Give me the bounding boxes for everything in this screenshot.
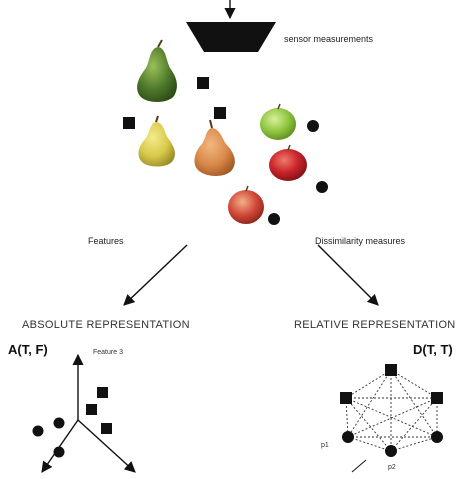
graph-square-node — [385, 364, 397, 376]
features-label: Features — [88, 236, 124, 246]
apple-green — [260, 103, 296, 140]
apple-red-yellow — [228, 185, 264, 224]
arrow-features — [123, 244, 188, 306]
p1-label: p1 — [321, 442, 329, 449]
relative-math: D(T, T) — [413, 342, 453, 357]
p2-label: p2 — [388, 464, 396, 471]
graph-square-node — [340, 392, 352, 404]
pear-green — [137, 39, 177, 102]
p-annotation-line — [351, 459, 367, 473]
apple-red — [269, 144, 307, 181]
circle-marker — [307, 120, 319, 132]
pear-yellow — [138, 115, 175, 167]
dissimilarity-label: Dissimilarity measures — [315, 236, 406, 246]
feature-axes — [41, 353, 136, 473]
circle-point — [32, 425, 44, 437]
square-point — [97, 387, 108, 398]
feature3-label: Feature 3 — [93, 349, 123, 356]
arrow-dissimilarity — [317, 244, 379, 306]
circle-marker — [316, 181, 328, 193]
square-point — [86, 404, 97, 415]
square-point — [101, 423, 112, 434]
relative-title: RELATIVE REPRESENTATION — [294, 319, 456, 331]
dissimilarity-graph — [345, 369, 438, 452]
sensor-label: sensor measurements — [284, 34, 374, 44]
circle-point — [53, 446, 65, 458]
graph-circle-node — [431, 431, 443, 443]
pear-orange — [194, 119, 235, 176]
square-marker — [197, 77, 209, 89]
absolute-math: A(T, F) — [8, 342, 48, 357]
graph-square-node — [431, 392, 443, 404]
graph-circle-node — [385, 445, 397, 457]
sensor-icon — [186, 0, 276, 52]
square-marker — [123, 117, 135, 129]
graph-circle-node — [342, 431, 354, 443]
absolute-title: ABSOLUTE REPRESENTATION — [22, 319, 190, 331]
square-marker — [214, 107, 226, 119]
circle-point — [53, 417, 65, 429]
circle-marker — [268, 213, 280, 225]
